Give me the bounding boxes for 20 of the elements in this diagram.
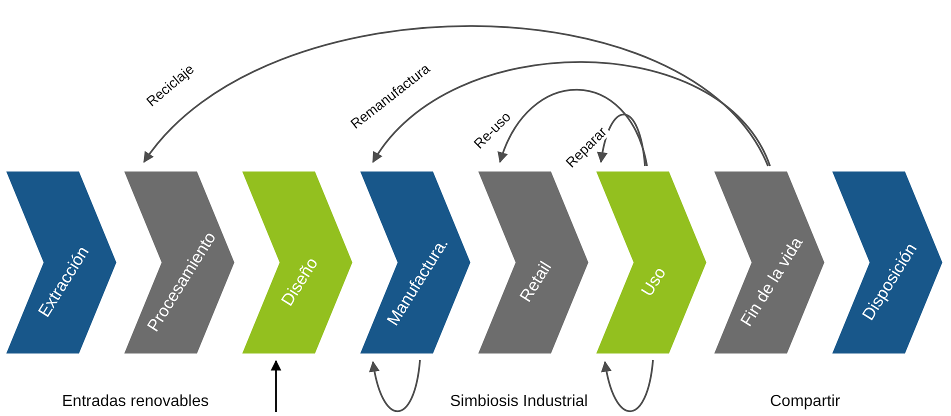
chevron-step [476,170,590,355]
chevron-step [240,170,354,355]
step-label: Uso [638,264,670,300]
curved-arrow [270,360,282,412]
curved-arrow [143,25,769,166]
chevron-step [830,170,944,355]
chevron-step [122,170,236,355]
chevron-step [712,170,826,355]
curved-arrow [372,61,771,166]
curved-arrow [498,88,648,166]
step-label: Fin de la vida [736,234,808,330]
note-text: Compartir [770,393,840,411]
note-text: Entradas renovables [62,393,209,411]
note-text: Simbiosis Industrial [450,393,588,411]
curved-arrow [601,360,654,412]
curved-arrow [597,114,646,166]
chevron-step [4,170,118,355]
curved-arrow [369,360,421,412]
chevron-step [594,170,708,355]
chevron-step [358,170,472,355]
